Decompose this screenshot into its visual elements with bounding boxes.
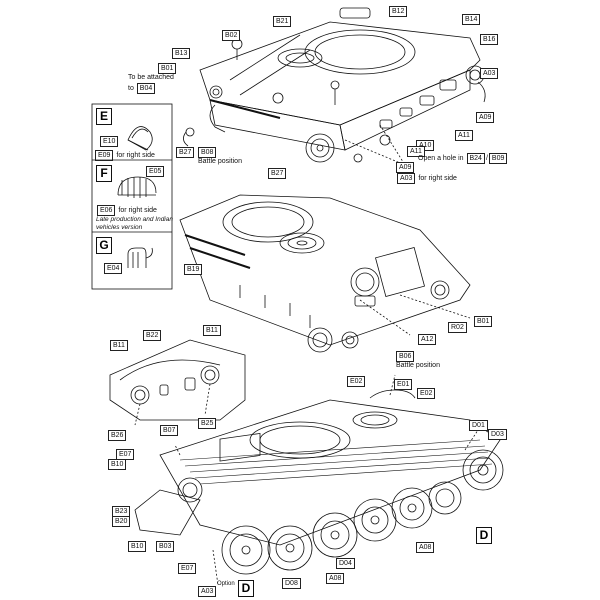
label-b08: B08 xyxy=(198,147,217,158)
label-b10-bottom: B10 xyxy=(128,541,147,552)
label-a03-option: A03 xyxy=(198,586,217,597)
label-b16: B16 xyxy=(480,34,499,45)
label-e05: E05 xyxy=(146,166,165,177)
battle-position-note-1: Battle position xyxy=(198,158,242,165)
inset-box-f: F xyxy=(96,165,112,182)
inset-box-e: E xyxy=(96,108,112,125)
road-wheels xyxy=(221,449,504,575)
inset-e-part xyxy=(127,126,153,151)
a03-right-side-note: A03 for right side xyxy=(396,173,457,184)
label-e10: E10 xyxy=(100,136,119,147)
inset-frame xyxy=(91,103,173,290)
label-b20: B20 xyxy=(112,516,131,527)
late-production-note-2: vehicles version xyxy=(96,224,143,231)
label-e02-left: E02 xyxy=(347,376,366,387)
label-b03: B03 xyxy=(156,541,175,552)
label-b07: B07 xyxy=(160,425,179,436)
label-d04: D04 xyxy=(336,558,355,569)
rear-plate-assembly xyxy=(109,339,246,426)
bottom-hull-assembly xyxy=(134,374,504,586)
label-a08-right: A08 xyxy=(416,542,435,553)
label-b27-bottom: B27 xyxy=(268,168,287,179)
label-a03-top: A03 xyxy=(480,68,499,79)
late-production-note-1: Late production and Indian xyxy=(96,216,173,223)
label-b19: B19 xyxy=(184,264,203,275)
inset-f-part xyxy=(117,176,157,198)
label-b24: B24 xyxy=(466,153,485,164)
detail-box-d-right: D xyxy=(476,527,492,544)
label-b26: B26 xyxy=(108,430,127,441)
label-e04: E04 xyxy=(104,263,123,274)
label-e01: E01 xyxy=(394,379,413,390)
label-d03: D03 xyxy=(488,429,507,440)
label-e09: E09 xyxy=(95,150,114,161)
label-a12: A12 xyxy=(418,334,437,345)
label-b09: B09 xyxy=(488,153,508,164)
label-b12: B12 xyxy=(389,6,408,17)
label-a10: A10 xyxy=(416,140,435,151)
label-d08: D08 xyxy=(282,578,301,589)
label-e06: E06 xyxy=(97,205,116,216)
label-b27-left: B27 xyxy=(176,147,195,158)
label-b11-left: B11 xyxy=(110,340,128,351)
e09-right-side-note: E09 for right side xyxy=(94,150,155,161)
label-b04: B04 xyxy=(136,83,156,94)
attach-note-line1: To be attached xyxy=(128,74,174,81)
label-b13: B13 xyxy=(172,48,191,59)
label-b22: B22 xyxy=(143,330,162,341)
battle-position-note-2: Battle position xyxy=(396,362,440,369)
label-a09-top: A09 xyxy=(476,112,495,123)
label-b01-top: B01 xyxy=(158,63,177,74)
label-a11-right: A11 xyxy=(455,130,473,141)
label-b02: B02 xyxy=(222,30,241,41)
label-e07-bottom: E07 xyxy=(178,563,197,574)
middle-hull-assembly xyxy=(179,194,471,353)
label-a11-left: A11 xyxy=(407,146,425,157)
label-a09-lower: A09 xyxy=(396,162,415,173)
option-note: Option xyxy=(217,581,235,587)
label-b25: B25 xyxy=(198,418,217,429)
detail-box-d-bottom: D xyxy=(238,580,254,597)
label-b21: B21 xyxy=(273,16,292,27)
attach-note-line2: to B04 xyxy=(128,83,156,94)
inset-box-g: G xyxy=(96,237,112,254)
label-b06: B06 xyxy=(396,351,415,362)
open-hole-note: Open a hole in B24/B09 xyxy=(418,153,508,164)
inset-g-part xyxy=(127,247,153,268)
label-e02-right: E02 xyxy=(417,388,436,399)
label-b01-mid: B01 xyxy=(474,316,493,327)
label-b14: B14 xyxy=(462,14,481,25)
label-a08-bottom: A08 xyxy=(326,573,345,584)
label-b10-top: B10 xyxy=(108,459,127,470)
label-b11-right: B11 xyxy=(203,325,221,336)
e06-right-side-note: E06 for right side xyxy=(96,205,157,216)
top-hull-assembly xyxy=(183,7,486,166)
label-a03-lower: A03 xyxy=(397,173,416,184)
label-d01: D01 xyxy=(469,420,488,431)
label-r02: R02 xyxy=(448,322,467,333)
